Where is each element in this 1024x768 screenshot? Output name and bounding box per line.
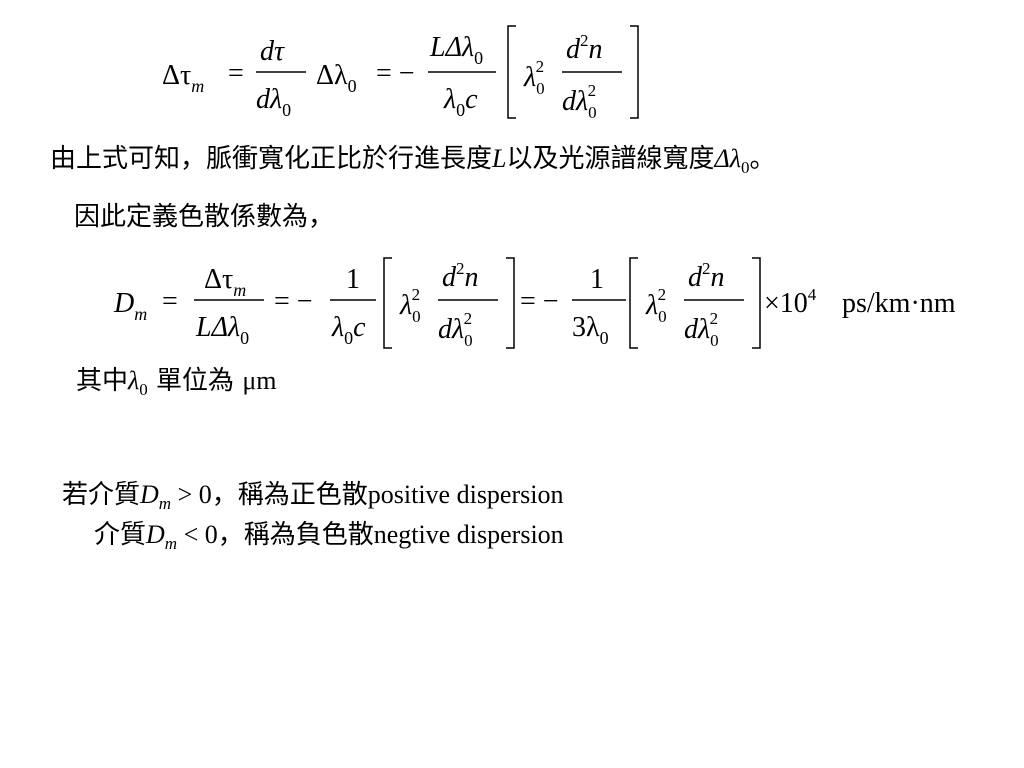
positive-dispersion-line: 若介質Dm > 0，稱為正色散positive dispersion [62, 478, 563, 515]
positive-english: positive dispersion [367, 480, 564, 509]
eq2-lambda-squared-2: λ02 [645, 285, 667, 326]
eq2-frac1-den: LΔλ0 [195, 312, 249, 348]
eq2-frac2-den: λ0c [331, 312, 366, 348]
negative-prefix: 介質 [94, 520, 147, 550]
linewidth-symbol: Δλ [714, 144, 742, 173]
eq1-right-bracket [630, 25, 639, 119]
eq2-d2n-num-2: d2n [688, 259, 725, 293]
negative-condition: < 0 [177, 520, 218, 549]
unit-note-text-1: 其中 [76, 366, 129, 396]
positive-D: D [140, 480, 159, 509]
definition-text: 因此定義色散係數為， [74, 202, 335, 232]
statement-text-1: 由上式可知，脈衝寬化正比於行進長度 [50, 144, 493, 174]
eq1-frac1-den: dλ0 [256, 84, 291, 120]
equation-pulse-broadening: Δτm = dτ dλ0 Δλ0 = − LΔλ0 λ0c λ02 d2n [162, 25, 639, 122]
eq1-left-bracket [507, 25, 516, 119]
eq1-lambda-squared: λ02 [523, 57, 545, 98]
eq1-lhs: Δτm [162, 60, 204, 96]
eq1-frac3-num: d2n [566, 31, 603, 65]
unit-note-lambda-sub: 0 [139, 380, 148, 399]
negative-dispersion-line: 介質Dm < 0，稱為負色散negtive dispersion [94, 518, 564, 555]
eq2-frac3-den: 3λ0 [572, 312, 609, 348]
negative-D: D [146, 520, 165, 549]
eq2-neg2: = − [520, 286, 559, 317]
positive-label: ，稱為正色散 [211, 480, 368, 510]
eq1-equals: = [228, 58, 244, 89]
eq2-d2n-den-1: dλ02 [438, 309, 473, 350]
eq2-left-bracket-1 [383, 257, 392, 349]
unit-note: 其中λ0 單位為 μm [76, 364, 276, 401]
statement-period: 。 [749, 144, 776, 174]
positive-condition: > 0 [171, 480, 212, 509]
eq2-units: ps/km·nm [842, 288, 956, 319]
unit-note-lambda: λ [128, 366, 140, 395]
positive-D-sub: m [158, 494, 172, 513]
eq1-frac3-den: dλ02 [562, 81, 597, 122]
definition-intro: 因此定義色散係數為， [74, 200, 334, 234]
eq1-neg: = − [376, 58, 415, 89]
statement-line: 由上式可知，脈衝寬化正比於行進長度L以及光源譜線寬度Δλ0。 [50, 142, 776, 179]
eq1-frac2-num: LΔλ0 [429, 32, 483, 68]
negative-english: negtive dispersion [373, 520, 564, 549]
eq2-right-bracket-2 [752, 257, 761, 349]
negative-D-sub: m [164, 534, 178, 553]
statement-text-2: 以及光源譜線寬度 [506, 144, 715, 174]
eq1-frac1-num: dτ [260, 36, 285, 67]
eq2-neg1: = − [274, 286, 313, 317]
eq2-frac3-num: 1 [590, 264, 604, 295]
length-symbol: L [492, 144, 507, 173]
eq2-frac1-num: Δτm [204, 264, 246, 300]
eq2-d2n-den-2: dλ02 [684, 309, 719, 350]
eq2-equals: = [162, 286, 178, 317]
positive-prefix: 若介質 [62, 480, 141, 510]
eq1-delta-lambda: Δλ0 [316, 60, 357, 96]
eq2-left-bracket-2 [629, 257, 638, 349]
linewidth-sub: 0 [741, 158, 750, 177]
eq1-frac2-den: λ0c [443, 84, 478, 120]
eq2-d2n-num-1: d2n [442, 259, 479, 293]
unit-note-unit: μm [242, 366, 277, 395]
eq2-scale-factor: ×104 [764, 285, 817, 319]
eq2-lhs: Dm [113, 288, 147, 324]
eq2-right-bracket-1 [506, 257, 515, 349]
eq2-lambda-squared-1: λ02 [399, 285, 421, 326]
eq2-frac2-num: 1 [346, 264, 360, 295]
unit-note-text-2: 單位為 [147, 366, 243, 396]
negative-label: ，稱為負色散 [217, 520, 374, 550]
equation-dispersion-coefficient: Dm = Δτm LΔλ0 = − 1 λ0c λ02 d2n dλ02 = −… [113, 257, 956, 350]
